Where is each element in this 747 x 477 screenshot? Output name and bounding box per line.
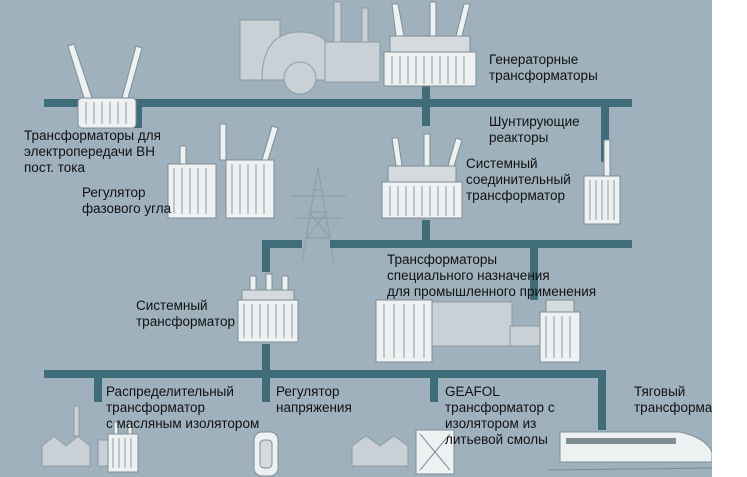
label-geafol-transformer: GEAFOL трансформатор с изолятором из лит… <box>445 384 555 447</box>
generator-transformer-icon <box>383 1 477 87</box>
label-hvdc-transformers: Трансформаторы для электропередачи ВН по… <box>24 128 161 175</box>
power-plant-icon <box>239 1 381 95</box>
special-transformer-icon <box>375 299 581 363</box>
bus-lines <box>44 82 632 430</box>
voltage-regulator-icon <box>253 431 279 477</box>
phase-angle-regulator-icon <box>167 123 279 219</box>
interconnecting-transformer-icon <box>381 133 463 219</box>
label-generator-transformers: Генераторные трансформаторы <box>489 52 598 83</box>
label-traction-transformer: Тяговый трансформатор <box>634 384 712 415</box>
industrial-complex-icon <box>431 301 551 347</box>
factory-icon <box>41 405 111 467</box>
shunt-reactor-icon <box>583 139 621 225</box>
label-phase-angle-regulator: Регулятор фазового угла <box>82 185 172 216</box>
label-oil-distribution-transformer: Распределительный трансформатор с маслян… <box>106 384 260 431</box>
label-shunt-reactors: Шунтирующие реакторы <box>489 114 580 145</box>
geafol-transformer-icon <box>415 429 455 475</box>
system-transformer-icon <box>237 273 299 343</box>
label-special-purpose-transformers: Трансформаторы специального назначения д… <box>387 252 597 299</box>
transmission-tower-icon <box>290 167 346 263</box>
train-icon <box>547 431 712 471</box>
hvdc-transformer-icon <box>67 43 143 129</box>
label-voltage-regulator: Регулятор напряжения <box>276 384 352 415</box>
right-margin <box>712 0 747 477</box>
network-diagram <box>41 1 712 477</box>
diagram-canvas: Генераторные трансформаторы Трансформато… <box>0 0 712 477</box>
label-system-transformer: Системный трансформатор <box>136 298 236 329</box>
label-system-interconnecting-transformer: Системный соединительный трансформатор <box>466 156 571 203</box>
distribution-transformer-icon <box>107 421 139 473</box>
